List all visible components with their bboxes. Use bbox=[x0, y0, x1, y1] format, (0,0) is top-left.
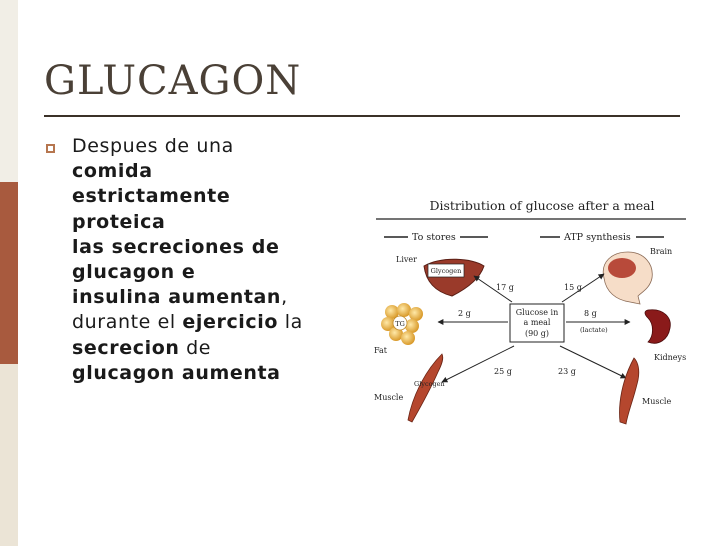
brain-label: Brain bbox=[650, 247, 672, 256]
muscle-right-amount: 23 g bbox=[558, 367, 576, 376]
muscle-left-label: Muscle bbox=[374, 393, 403, 402]
muscle-right-label: Muscle bbox=[642, 397, 671, 406]
diagram-svg: Distribution of glucose after a meal To … bbox=[374, 198, 686, 425]
brain-amount: 15 g bbox=[564, 283, 582, 292]
brain-icon bbox=[608, 258, 636, 278]
muscle-left-icon bbox=[407, 353, 444, 423]
muscle-glycogen-label: Glycogen bbox=[414, 380, 445, 388]
center-line-1: Glucose in bbox=[516, 308, 559, 317]
durante-text: durante el bbox=[72, 311, 183, 334]
bullet-line-2: comida bbox=[72, 160, 153, 183]
glucose-distribution-diagram: Distribution of glucose after a meal To … bbox=[372, 192, 692, 428]
glucose-center-box bbox=[509, 303, 565, 343]
lactate-label: (lactate) bbox=[580, 326, 608, 334]
arrow-to-muscle-right bbox=[559, 345, 627, 379]
tg-label: TG bbox=[395, 320, 405, 328]
muscle-right-icon bbox=[619, 357, 640, 425]
bullet-line-6: glucagon e bbox=[72, 261, 196, 284]
de-text: de bbox=[179, 336, 212, 359]
liver-amount: 17 g bbox=[496, 283, 514, 292]
bullet-line-8: durante el ejercicio la bbox=[72, 310, 362, 335]
to-stores-label: To stores bbox=[412, 232, 456, 243]
bullet-line-3: estrictamente bbox=[72, 185, 231, 208]
liver-label: Liver bbox=[396, 255, 417, 264]
secrecion-word: secrecion bbox=[72, 336, 180, 359]
fat-cells-icon bbox=[381, 303, 423, 345]
side-band-bottom bbox=[0, 364, 18, 546]
bullet-line-9: secrecion de bbox=[72, 336, 362, 361]
bullet-line-1: Despues de una bbox=[72, 135, 234, 157]
arrow-to-brain bbox=[561, 273, 605, 303]
insulina-phrase: insulina aumentan bbox=[72, 286, 282, 309]
arrow-to-muscle-left bbox=[441, 345, 515, 383]
bullet-line-7: insulina aumentan, bbox=[72, 285, 362, 310]
liver-glycogen-box bbox=[427, 263, 465, 278]
liver-glycogen-label: Glycogen bbox=[431, 267, 462, 275]
side-band-middle bbox=[0, 182, 18, 364]
kidney-icon bbox=[644, 309, 671, 344]
center-line-2: a meal bbox=[524, 318, 551, 327]
bullet-line-5: las secreciones de bbox=[72, 235, 280, 258]
bullet-text: Despues de una comida estrictamente prot… bbox=[72, 134, 362, 386]
muscle-left-amount: 25 g bbox=[494, 367, 512, 376]
ejercicio-word: ejercicio bbox=[182, 311, 279, 334]
kidneys-amount: 8 g bbox=[584, 309, 597, 318]
bullet-line-4: proteica bbox=[72, 210, 166, 233]
center-line-3: (90 g) bbox=[525, 329, 549, 338]
fat-amount: 2 g bbox=[458, 309, 471, 318]
slide-title: GLUCAGON bbox=[44, 58, 302, 104]
bullet-square-icon bbox=[46, 144, 55, 153]
diagram-title: Distribution of glucose after a meal bbox=[429, 198, 654, 213]
comma: , bbox=[281, 286, 288, 309]
bullet-line-10: glucagon aumenta bbox=[72, 361, 281, 384]
side-band-top bbox=[0, 0, 18, 182]
title-divider bbox=[44, 115, 680, 117]
atp-synthesis-label: ATP synthesis bbox=[563, 232, 631, 243]
la-text: la bbox=[278, 311, 303, 334]
fat-label: Fat bbox=[374, 346, 388, 355]
arrow-to-liver bbox=[473, 275, 513, 303]
kidneys-label: Kidneys bbox=[654, 353, 686, 362]
